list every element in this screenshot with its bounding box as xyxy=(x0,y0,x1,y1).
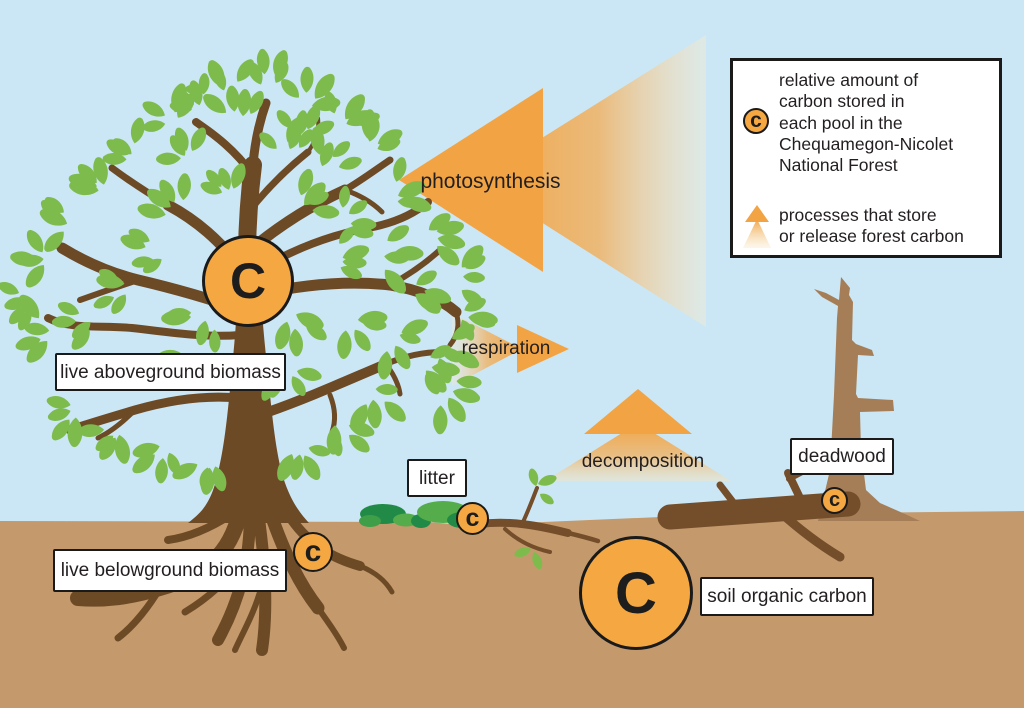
carbon-pool-deadwood: c xyxy=(821,487,848,514)
label-aboveground-biomass: live aboveground biomass xyxy=(55,353,286,391)
tree-trunk xyxy=(188,268,309,523)
decomposition-label: decomposition xyxy=(581,451,705,472)
label-soil-organic-carbon: soil organic carbon xyxy=(700,577,874,616)
carbon-pool-soil: C xyxy=(579,536,693,650)
label-deadwood: deadwood xyxy=(790,438,894,475)
photosynthesis-label: photosynthesis xyxy=(420,170,561,193)
fallen-branch xyxy=(476,486,601,554)
carbon-pool-belowground: c xyxy=(293,532,333,572)
label-litter: litter xyxy=(407,459,467,497)
carbon-symbol: C xyxy=(229,253,267,309)
legend-process-text: processes that store or release forest c… xyxy=(779,205,964,247)
deadwood-log xyxy=(657,467,861,562)
carbon-symbol: c xyxy=(304,535,322,568)
carbon-symbol: C xyxy=(615,560,657,626)
legend-arrow-icon xyxy=(743,205,771,248)
label-belowground-biomass: live belowground biomass xyxy=(53,549,287,592)
legend-pool-text: relative amount of carbon stored in each… xyxy=(779,70,954,176)
litter-leaves xyxy=(359,501,477,528)
respiration-label: respiration xyxy=(461,338,551,359)
carbon-pool-aboveground: C xyxy=(202,235,294,327)
decomposition-arrow xyxy=(545,389,731,481)
carbon-symbol: c xyxy=(465,504,480,532)
legend: c relative amount of carbon stored in ea… xyxy=(730,58,1002,258)
carbon-pool-litter: c xyxy=(456,502,489,535)
photosynthesis-arrow xyxy=(399,35,706,327)
carbon-symbol: c xyxy=(750,109,762,132)
legend-pool-icon: c xyxy=(743,108,769,134)
carbon-symbol: c xyxy=(828,489,841,511)
